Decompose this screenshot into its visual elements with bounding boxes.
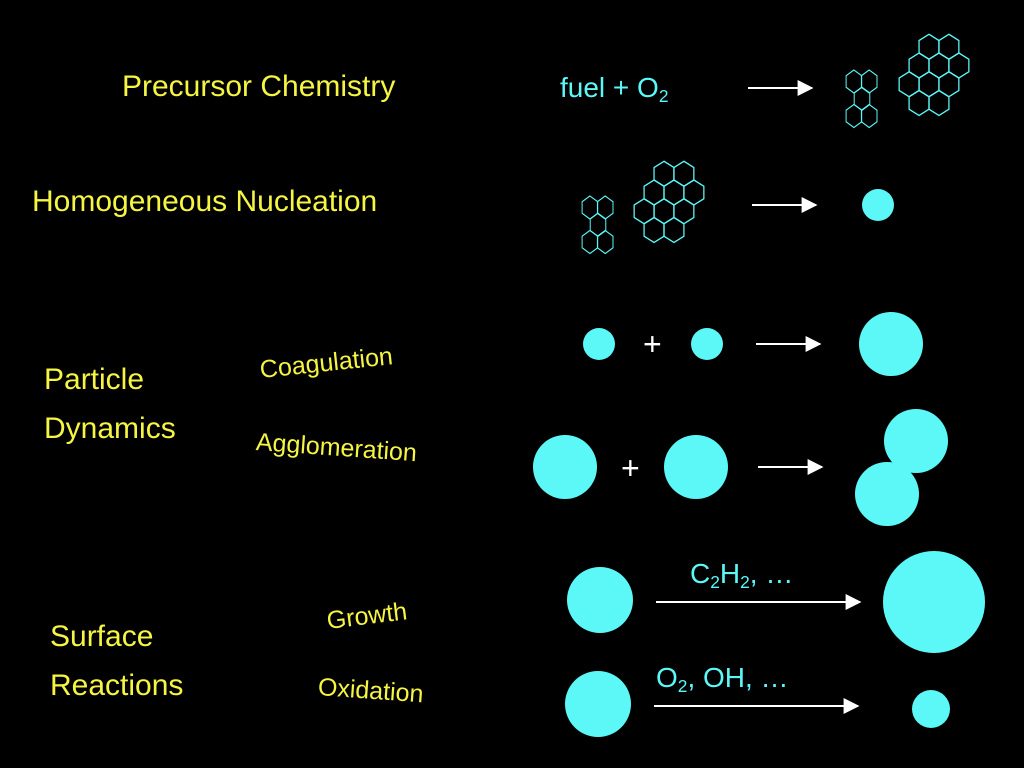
surface-reactions-label-line1: Surface	[50, 620, 154, 653]
pah-molecule-small-icon	[581, 195, 614, 255]
surface-reactions-label-line2: Reactions	[50, 669, 184, 702]
coagulation-plus-sign: +	[643, 326, 662, 362]
particle-icon	[691, 328, 723, 360]
particle-dynamics-label-line1: Particle	[44, 363, 145, 396]
particle-icon	[664, 435, 728, 499]
particle-dynamics-label-line2: Dynamics	[44, 412, 176, 445]
oxidation-species-formula: O2, OH, …	[656, 662, 789, 697]
particle-icon	[567, 567, 633, 633]
particle-icon	[533, 435, 597, 499]
particle-icon	[565, 671, 631, 737]
precursor-chemistry-label: Precursor Chemistry	[122, 70, 396, 103]
growth-species-formula: C2H2, …	[690, 558, 794, 593]
particle-icon	[855, 462, 919, 526]
fuel-oxygen-formula: fuel + O2	[560, 72, 669, 107]
particle-icon	[583, 328, 615, 360]
particle-icon	[859, 312, 923, 376]
homogeneous-nucleation-label: Homogeneous Nucleation	[32, 185, 378, 218]
particle-icon	[884, 409, 948, 473]
particle-icon	[912, 690, 950, 728]
pah-molecule-large-icon	[633, 160, 705, 244]
particle-icon	[862, 189, 894, 221]
pah-molecule-small-icon	[845, 69, 878, 129]
particle-icon	[883, 551, 985, 653]
pah-molecule-large-icon	[898, 33, 970, 117]
agglomeration-plus-sign: +	[621, 450, 640, 486]
